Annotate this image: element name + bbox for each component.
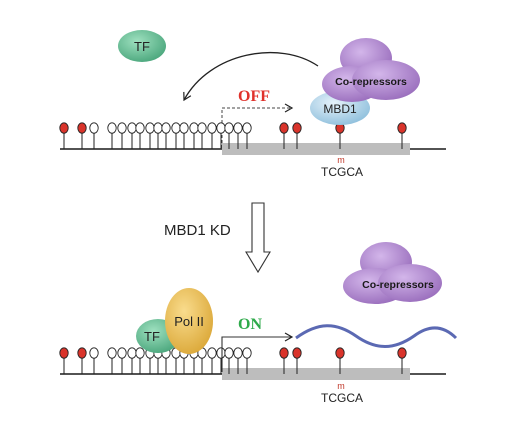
motif-label: TCGCA <box>321 165 363 179</box>
corepressor-complex-top: MBD1 Co-repressors <box>310 38 420 125</box>
tf-label: TF <box>134 39 150 54</box>
unmethylated-cpg <box>127 347 137 359</box>
methylated-cpg <box>77 347 87 359</box>
top-panel: TF OFF MBD1 Co-repressors m TCGCA <box>59 30 446 179</box>
unmethylated-cpg <box>145 122 155 134</box>
unmethylated-cpg <box>233 122 243 134</box>
tss-dashed-arrow <box>221 103 294 148</box>
tss-arrow <box>221 332 294 372</box>
motif-label: TCGCA <box>321 391 363 405</box>
mbd1-label: MBD1 <box>323 102 357 116</box>
unmethylated-cpg <box>189 122 199 134</box>
methylated-cpg <box>292 347 302 359</box>
unmethylated-cpg <box>216 347 226 359</box>
unmethylated-cpg <box>117 347 127 359</box>
bottom-panel: Co-repressors TF Pol II ON m TCGCA <box>59 242 458 405</box>
tf-free: TF <box>118 30 166 62</box>
corepressor-blob <box>378 264 442 302</box>
down-arrow <box>245 202 271 274</box>
methylated-cpg <box>279 122 289 134</box>
unmethylated-cpg <box>233 347 243 359</box>
unmethylated-cpg <box>127 122 137 134</box>
corepressors-label: Co-repressors <box>335 76 407 88</box>
unmethylated-cpg <box>197 122 207 134</box>
unmethylated-cpg <box>135 347 145 359</box>
unmethylated-cpg <box>153 122 163 134</box>
kd-label: MBD1 KD <box>164 222 231 239</box>
methylated-cpg <box>292 122 302 134</box>
unmethylated-cpg <box>242 122 252 134</box>
tf-blob <box>118 30 166 62</box>
gene-body-top <box>222 143 410 155</box>
corepressor-complex-bottom: Co-repressors <box>343 242 442 304</box>
pol2-label: Pol II <box>174 314 204 329</box>
unmethylated-cpg <box>171 122 181 134</box>
methylated-cpg <box>77 122 87 134</box>
cpg-sites-top <box>59 122 407 149</box>
methylated-cpg <box>59 122 69 134</box>
off-label: OFF <box>238 88 270 105</box>
displacement-arrow <box>183 51 319 102</box>
methylated-cpg <box>59 347 69 359</box>
corepressor-blob <box>352 60 420 100</box>
on-label: ON <box>238 316 262 333</box>
methyl-mark: m <box>337 381 345 391</box>
knockdown-transition: MBD1 KD <box>164 202 271 274</box>
unmethylated-cpg <box>107 347 117 359</box>
unmethylated-cpg <box>242 347 252 359</box>
unmethylated-cpg <box>224 347 234 359</box>
tf-bound-label: TF <box>144 329 160 344</box>
pol2-protein <box>165 288 213 354</box>
unmethylated-cpg <box>135 122 145 134</box>
unmethylated-cpg <box>89 347 99 359</box>
unmethylated-cpg <box>117 122 127 134</box>
corepressors-label: Co-repressors <box>362 279 434 291</box>
unmethylated-cpg <box>207 347 217 359</box>
methylated-cpg <box>397 122 407 134</box>
gene-body-bottom <box>222 368 410 380</box>
methylated-cpg <box>335 347 345 359</box>
unmethylated-cpg <box>89 122 99 134</box>
unmethylated-cpg <box>161 122 171 134</box>
unmethylated-cpg <box>216 122 226 134</box>
methyl-mark: m <box>337 155 345 165</box>
unmethylated-cpg <box>179 122 189 134</box>
mrna-transcript <box>295 324 458 348</box>
methylated-cpg <box>279 347 289 359</box>
unmethylated-cpg <box>207 122 217 134</box>
methylated-cpg <box>397 347 407 359</box>
unmethylated-cpg <box>107 122 117 134</box>
transcription-machinery: TF Pol II <box>136 288 213 354</box>
unmethylated-cpg <box>224 122 234 134</box>
